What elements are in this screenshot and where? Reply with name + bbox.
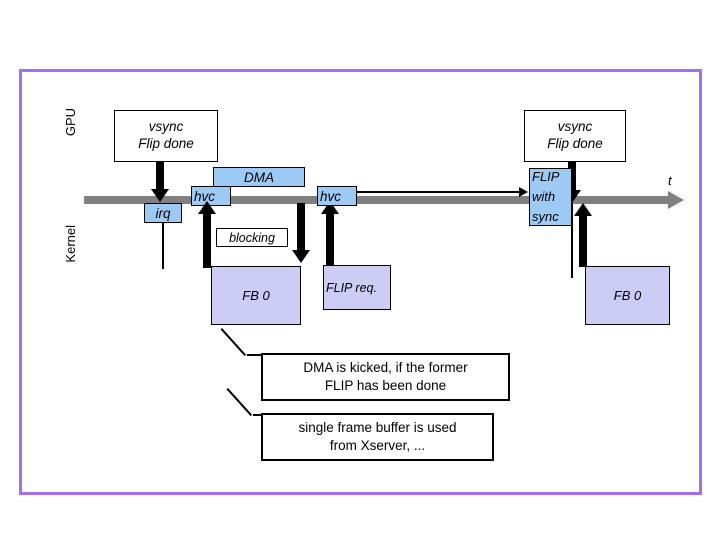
irq-timeline-tick — [162, 223, 164, 269]
arrow-dma-to-fb0-shaft — [297, 203, 305, 251]
box-dma[interactable]: DMA — [213, 167, 305, 187]
gpu-event-vsync-flip-done-2[interactable]: vsync Flip done — [524, 110, 626, 162]
callout-leader-1-tail — [247, 354, 267, 356]
timeline-arrowhead-icon — [668, 191, 684, 209]
timeline-bar — [84, 196, 670, 204]
arrow-dma-to-fb0-head-icon — [292, 250, 310, 263]
box-flip-with-sync[interactable]: FLIP with sync — [529, 168, 572, 226]
box-fb0-left[interactable]: FB 0 — [211, 266, 301, 325]
arrow-flipreq-to-hvc2-shaft — [326, 213, 334, 266]
vsync-label-1: vsync — [148, 119, 184, 135]
arrow-vsync2-shaft — [568, 162, 576, 192]
box-fb0-right[interactable]: FB 0 — [585, 266, 670, 325]
flip-with-sync-line3: sync — [532, 209, 559, 225]
box-flip-req[interactable]: FLIP req. — [323, 265, 391, 310]
vsync2-timeline-tick — [571, 203, 573, 278]
box-hvc-2[interactable]: hvc — [317, 186, 357, 206]
label-blocking: blocking — [216, 228, 288, 247]
lane-label-gpu: GPU — [63, 108, 78, 137]
lane-label-kernel: Kernel — [63, 225, 78, 263]
flip-done-label-1: Flip done — [138, 136, 194, 151]
arrow-fb0right-to-timeline-shaft — [579, 215, 587, 267]
flip-with-sync-line1: FLIP — [532, 169, 560, 184]
gpu-event-vsync-flip-done-1[interactable]: vsync Flip done — [114, 110, 218, 162]
box-irq[interactable]: irq — [144, 203, 182, 223]
arrow-to-hvc1-shaft — [203, 213, 211, 268]
arrow-hvc2-to-flip-head-icon — [519, 187, 528, 197]
note-box-single-framebuffer: single frame buffer is used from Xserver… — [261, 413, 494, 461]
note-box-dma-kicked: DMA is kicked, if the former FLIP has be… — [261, 353, 510, 401]
arrow-hvc2-to-flip-shaft — [357, 191, 520, 193]
note-1-line-1: DMA is kicked, if the former — [303, 360, 468, 376]
vsync-label-2: vsync — [557, 119, 593, 135]
flip-with-sync-line2: with — [532, 189, 556, 205]
arrow-to-hvc1-head-icon — [198, 201, 216, 214]
note-2-line-1: single frame buffer is used — [298, 420, 457, 436]
flip-done-label-2: Flip done — [547, 136, 603, 151]
note-2-line-2: from Xserver, ... — [329, 438, 426, 453]
arrow-fb0right-to-timeline-head-icon — [574, 203, 592, 216]
arrow-vsync1-to-irq-head-icon — [151, 189, 169, 202]
arrow-vsync1-to-irq-shaft — [156, 162, 164, 190]
note-1-line-2: FLIP has been done — [324, 378, 447, 393]
timeline-axis-label: t — [668, 173, 672, 188]
